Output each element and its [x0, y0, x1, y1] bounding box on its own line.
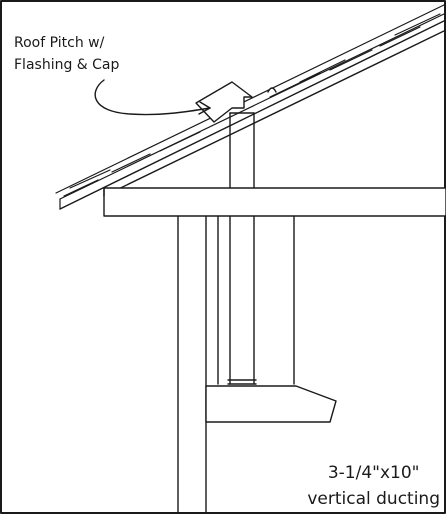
vertical-duct — [227, 112, 257, 385]
range-hood — [205, 385, 337, 423]
ducting-label: 3-1/4"x10" vertical ducting — [307, 460, 440, 512]
ducting-line-1: 3-1/4"x10" — [327, 463, 420, 483]
roof-cap — [195, 81, 277, 123]
duct-cover — [217, 215, 295, 385]
callout-line-2: Flashing & Cap — [14, 57, 120, 73]
roof-pitch-callout: Roof Pitch w/ Flashing & Cap — [14, 32, 119, 76]
callout-line-1: Roof Pitch w/ — [14, 35, 105, 51]
ceiling-beam — [103, 187, 446, 217]
callout-arrow — [94, 79, 211, 116]
ducting-line-2: vertical ducting — [307, 489, 440, 509]
roof-shingles — [55, 3, 446, 210]
roof-rafter — [59, 19, 446, 210]
wall-post — [177, 215, 207, 514]
